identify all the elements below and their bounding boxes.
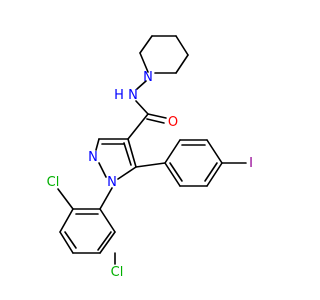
bond — [164, 162, 181, 187]
atom-labels: N N H O N N I Cl Cl — [47, 70, 253, 280]
bond — [139, 35, 153, 54]
bond — [169, 162, 183, 182]
atom-n-amide: N — [128, 88, 138, 103]
bond — [99, 231, 116, 254]
atom-iodine: I — [249, 156, 253, 171]
bond — [147, 113, 167, 119]
bond — [206, 139, 223, 164]
atom-n-pyrazole-2: N — [88, 150, 98, 165]
bond — [123, 142, 132, 166]
bond — [146, 118, 165, 124]
bond — [139, 52, 149, 73]
bond — [99, 187, 113, 210]
atom-n-piperidine: N — [143, 70, 153, 85]
bond — [204, 162, 218, 182]
atom-cl-ortho: Cl — [47, 175, 60, 190]
bonds — [57, 35, 247, 265]
structure-canvas: N N H O N N I Cl Cl — [46, 35, 253, 280]
bond — [175, 35, 189, 56]
bond — [95, 138, 100, 151]
bond — [57, 188, 74, 210]
bond — [117, 166, 137, 180]
bond — [136, 80, 147, 90]
bond — [64, 231, 77, 249]
bond — [135, 100, 149, 115]
molecule-diagram: N N H O N N I Cl Cl — [47, 35, 253, 280]
atom-n-pyrazole-1: N — [107, 175, 117, 190]
bond — [59, 231, 74, 254]
bond — [175, 54, 189, 74]
bond — [98, 162, 107, 178]
bond — [206, 162, 223, 187]
bond — [127, 138, 137, 168]
bond — [97, 231, 112, 251]
bond — [135, 162, 166, 168]
bond — [59, 208, 74, 233]
atom-h-amide: H — [114, 88, 124, 103]
atom-cl-para: Cl — [111, 265, 124, 280]
atom-o-carbonyl: O — [168, 115, 178, 130]
bond — [99, 208, 116, 233]
bond — [164, 139, 181, 164]
bond — [127, 113, 149, 140]
